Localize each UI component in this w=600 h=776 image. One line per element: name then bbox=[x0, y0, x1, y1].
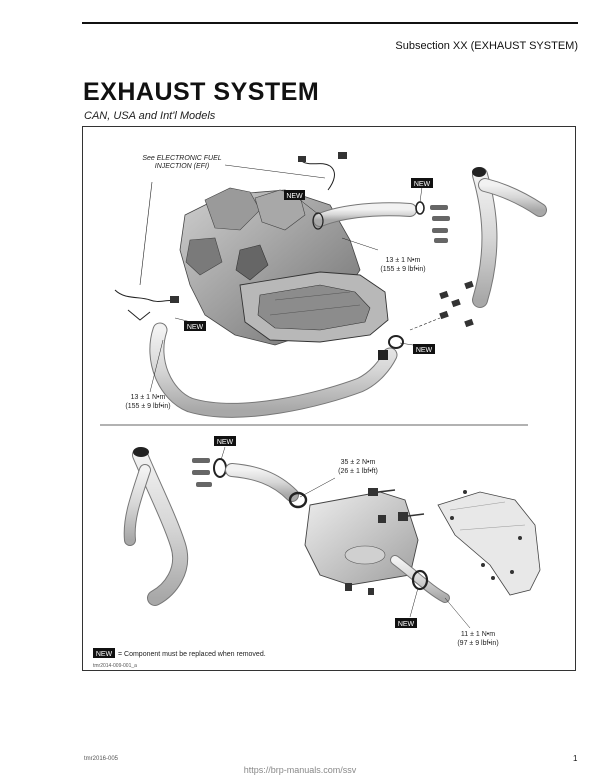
torque-spec-d-line2: (97 ± 9 lbf•in) bbox=[457, 640, 498, 647]
legend: NEW = Component must be replaced when re… bbox=[93, 648, 266, 658]
hardware-bolts bbox=[368, 488, 425, 523]
footer-url[interactable]: https://brp-manuals.com/ssv bbox=[243, 765, 357, 775]
lower-assembly: 35 ± 2 N•m (26 ± 1 lbf•ft) 11 ± 1 N•m (9… bbox=[123, 436, 541, 647]
rubber-mounts bbox=[409, 280, 474, 331]
figure-id: tmr2014-009-001_a bbox=[93, 663, 137, 669]
new-badge: NEW bbox=[413, 344, 435, 354]
svg-text:NEW: NEW bbox=[416, 347, 433, 354]
legend-new-badge bbox=[93, 648, 115, 658]
efi-note-line2: INJECTION (EFI) bbox=[155, 163, 209, 170]
svg-text:NEW: NEW bbox=[414, 181, 431, 188]
torque-spec-a-line2: (155 ± 9 lbf•in) bbox=[380, 266, 425, 273]
upper-assembly: See ELECTRONIC FUEL INJECTION (EFI) 13 ±… bbox=[114, 152, 547, 418]
footer-page-number: 1 bbox=[573, 754, 578, 763]
torque-spec-b-line2: (155 ± 9 lbf•in) bbox=[125, 403, 170, 410]
svg-text:NEW: NEW bbox=[187, 324, 204, 331]
o2-sensor-wire bbox=[114, 152, 347, 321]
svg-text:NEW: NEW bbox=[217, 439, 234, 446]
gasket-ring bbox=[312, 212, 324, 230]
muffler bbox=[304, 491, 450, 603]
heat-shield bbox=[437, 490, 541, 596]
y-pipe bbox=[472, 167, 547, 308]
torque-spec-c-line2: (26 ± 1 lbf•ft) bbox=[338, 468, 378, 475]
svg-text:NEW: NEW bbox=[96, 651, 113, 658]
torque-spec-b-line1: 13 ± 1 N•m bbox=[131, 394, 166, 401]
engine-illustration bbox=[179, 187, 389, 346]
new-badge: NEW bbox=[395, 618, 417, 628]
torque-spec-a-line1: 13 ± 1 N•m bbox=[386, 257, 421, 264]
subsection-header: Subsection XX (EXHAUST SYSTEM) bbox=[395, 40, 578, 52]
front-pipe bbox=[123, 447, 189, 606]
efi-note-line1: See ELECTRONIC FUEL bbox=[142, 155, 221, 162]
footer-doc-code: tmr2016-005 bbox=[84, 756, 119, 762]
lower-exhaust-pipe bbox=[149, 322, 404, 418]
svg-text:NEW: NEW bbox=[398, 621, 415, 628]
connecting-pipe bbox=[225, 463, 308, 509]
new-badge: NEW bbox=[284, 190, 305, 200]
springs-group bbox=[415, 201, 450, 243]
models-subtitle: CAN, USA and Int'l Models bbox=[84, 110, 216, 122]
legend-text: = Component must be replaced when remove… bbox=[118, 651, 266, 658]
page-title: EXHAUST SYSTEM bbox=[83, 78, 320, 106]
new-badge: NEW bbox=[214, 436, 236, 446]
springs-lower bbox=[192, 458, 227, 487]
torque-spec-c-line1: 35 ± 2 N•m bbox=[341, 459, 376, 466]
new-badge: NEW bbox=[184, 321, 206, 331]
exhaust-diagram-frame bbox=[82, 126, 576, 671]
new-badge: NEW bbox=[411, 178, 433, 188]
torque-spec-d-line1: 11 ± 1 N•m bbox=[461, 631, 495, 638]
svg-text:NEW: NEW bbox=[286, 193, 303, 200]
header-rule bbox=[82, 22, 578, 24]
